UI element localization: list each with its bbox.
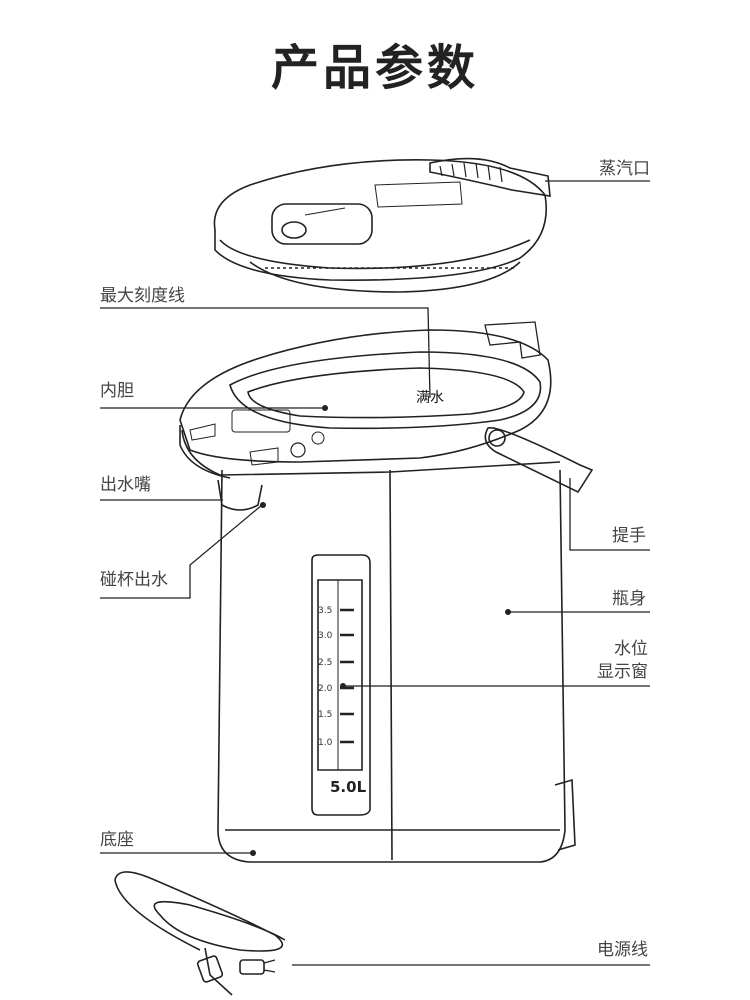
- label-inner-pot: 内胆: [100, 381, 134, 401]
- label-spout: 出水嘴: [100, 475, 151, 495]
- label-max-line: 最大刻度线: [100, 286, 185, 306]
- label-handle: 提手: [612, 526, 646, 546]
- power-cord-drawing: [114, 871, 286, 996]
- capacity-mark: 5.0L: [330, 778, 367, 796]
- full-water-mark: 满水: [416, 390, 444, 406]
- label-power-cord: 电源线: [597, 940, 648, 960]
- tick-labels: 3.5 3.0 2.5 2.0 1.5 1.0: [318, 606, 333, 748]
- label-steam-vent: 蒸汽口: [599, 159, 650, 179]
- tick-label: 1.5: [318, 710, 332, 720]
- tick-label: 3.0: [318, 631, 333, 641]
- label-water-window-line1: 水位: [614, 639, 648, 659]
- steam-vent: [429, 157, 551, 197]
- page-title: 产品参数: [270, 40, 479, 96]
- leader-lines: [100, 180, 650, 966]
- label-base: 底座: [100, 830, 134, 850]
- spout: [217, 479, 263, 511]
- tick-label: 2.0: [318, 684, 333, 694]
- label-cup-touch: 碰杯出水: [100, 570, 168, 590]
- leader-dots: [250, 405, 511, 856]
- pot-top: [179, 321, 561, 479]
- pot-body: [217, 469, 576, 863]
- label-body: 瓶身: [612, 589, 646, 609]
- lid: [213, 159, 547, 293]
- tick-label: 1.0: [318, 738, 333, 748]
- handle: [484, 427, 594, 494]
- tick-label: 3.5: [318, 606, 332, 616]
- label-water-window-line2: 显示窗: [597, 662, 648, 682]
- tick-label: 2.5: [318, 658, 332, 668]
- water-level-window: [311, 554, 371, 816]
